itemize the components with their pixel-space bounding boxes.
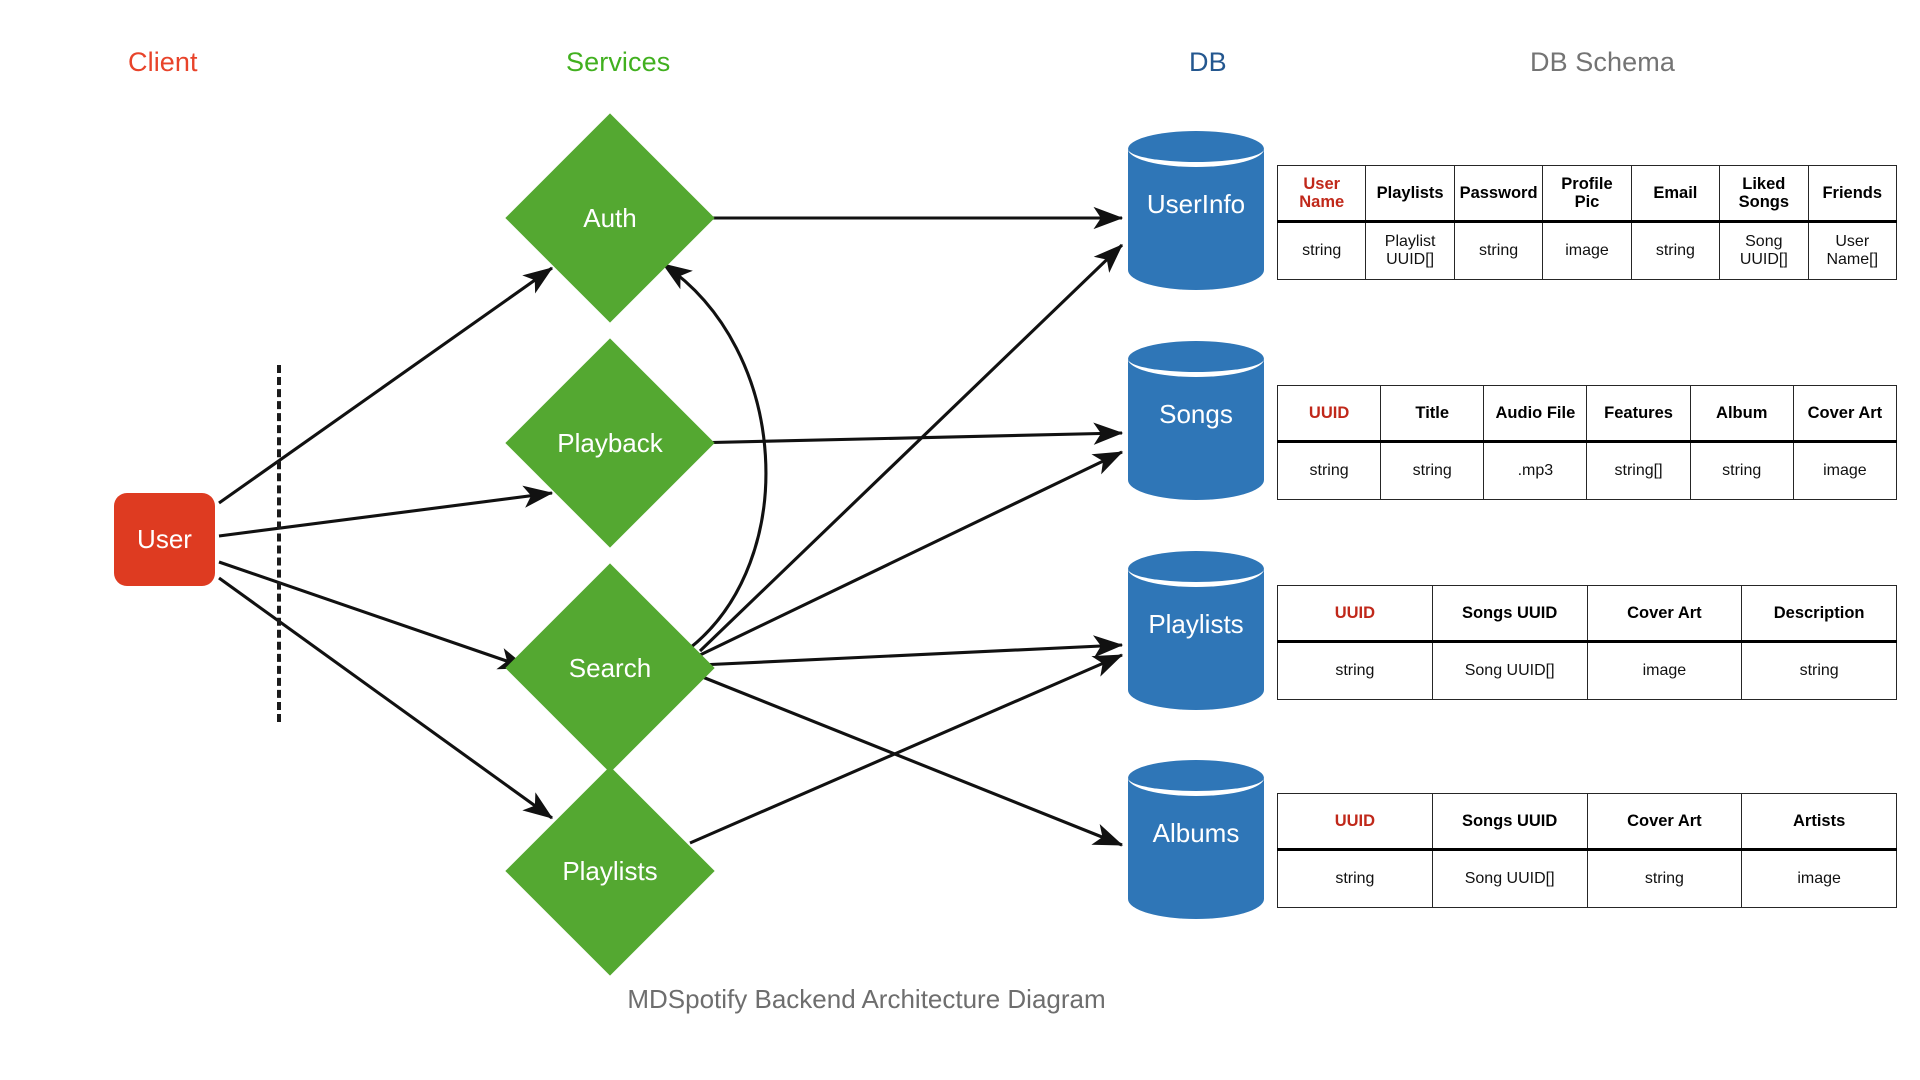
column-header-services: Services — [566, 47, 671, 77]
schema-column-header: Album — [1689, 385, 1794, 443]
schema-type-cell: string — [1453, 221, 1544, 280]
cylinder-body-icon — [1128, 570, 1264, 710]
column-header-client: Client — [128, 47, 198, 77]
schema-column-header: Liked Songs — [1719, 165, 1809, 223]
schema-type-cell: .mp3 — [1483, 441, 1588, 500]
schema-type-cell: string — [1277, 641, 1433, 700]
schema-column-header: Playlists — [1365, 165, 1455, 223]
node-service-playback[interactable]: Playback — [505, 338, 715, 548]
edge-playback-songs — [689, 422, 1124, 445]
schema-column-header: UUID — [1277, 793, 1433, 851]
cylinder-top-icon — [1128, 341, 1264, 377]
cylinder-body-icon — [1128, 150, 1264, 290]
edge-search-songs — [699, 450, 1124, 657]
schema-column-header: Cover Art — [1586, 585, 1743, 643]
schema-type-cell: User Name[] — [1807, 221, 1898, 280]
schema-column-header: Artists — [1741, 793, 1897, 851]
cylinder-top-icon — [1128, 551, 1264, 587]
schema-column-header: UUID — [1276, 385, 1382, 443]
schema-type-cell: string — [1630, 221, 1721, 280]
schema-type-cell: string — [1276, 441, 1382, 500]
schema-type-cell: string — [1276, 221, 1367, 280]
cylinder-body-icon — [1128, 779, 1264, 919]
schema-type-cell: string — [1741, 641, 1897, 700]
edge-playlistsvc-playlistsdb — [689, 653, 1124, 845]
node-user[interactable]: User — [114, 493, 215, 586]
edge-search-userinfo — [698, 243, 1124, 653]
schema-column-header: Email — [1630, 165, 1721, 223]
node-user-label: User — [137, 524, 192, 554]
client-boundary-divider — [277, 365, 281, 722]
schema-column-header: Description — [1741, 585, 1897, 643]
schema-type-cell: Song UUID[] — [1431, 641, 1588, 700]
cylinder-top-icon — [1128, 131, 1264, 167]
node-service-playlists-label: Playlists — [562, 855, 658, 886]
node-service-auth[interactable]: Auth — [505, 113, 715, 323]
schema-type-cell: image — [1792, 441, 1898, 500]
node-database-playlists-label: Playlists — [1148, 609, 1244, 639]
schema-column-header: Profile Pic — [1542, 165, 1632, 223]
node-service-playlists[interactable]: Playlists — [505, 766, 715, 976]
edge-user-playlists — [218, 576, 554, 820]
edge-search-playlists — [699, 635, 1124, 667]
schema-type-cell: image — [1741, 849, 1897, 908]
schema-column-header: Title — [1380, 385, 1485, 443]
schema-column-header: Password — [1453, 165, 1544, 223]
node-service-search-label: Search — [568, 652, 652, 683]
cylinder-top-icon — [1128, 760, 1264, 796]
node-service-auth-label: Auth — [583, 202, 637, 233]
schema-type-cell: string — [1380, 441, 1485, 500]
schema-type-cell: Playlist UUID[] — [1365, 221, 1455, 280]
node-database-userinfo[interactable]: UserInfo — [1128, 131, 1264, 299]
column-header-db: DB — [1189, 47, 1227, 77]
schema-column-header: Friends — [1807, 165, 1898, 223]
column-header-db-schema: DB Schema — [1530, 47, 1675, 77]
node-database-playlists[interactable]: Playlists — [1128, 551, 1264, 719]
cylinder-body-icon — [1128, 360, 1264, 500]
node-database-songs[interactable]: Songs — [1128, 341, 1264, 509]
schema-type-cell: string — [1689, 441, 1794, 500]
schema-type-cell: image — [1586, 641, 1743, 700]
diagram-caption: MDSpotify Backend Architecture Diagram — [0, 984, 1920, 1015]
edge-search-albums — [699, 674, 1124, 847]
node-database-songs-label: Songs — [1159, 399, 1233, 429]
node-database-userinfo-label: UserInfo — [1146, 189, 1246, 219]
edge-user-search — [218, 560, 529, 670]
schema-type-cell: string — [1277, 849, 1433, 908]
schema-type-cell: string — [1586, 849, 1743, 908]
node-database-albums-label: Albums — [1152, 818, 1240, 848]
schema-column-header: User Name — [1276, 165, 1367, 223]
schema-column-header: Songs UUID — [1431, 585, 1588, 643]
schema-column-header: Cover Art — [1792, 385, 1898, 443]
schema-type-cell: Song UUID[] — [1431, 849, 1588, 908]
schema-type-cell: image — [1542, 221, 1632, 280]
diagram-caption-text: MDSpotify Backend Architecture Diagram — [627, 984, 1106, 1014]
schema-column-header: Cover Art — [1586, 793, 1743, 851]
node-database-albums[interactable]: Albums — [1128, 760, 1264, 928]
schema-column-header: UUID — [1277, 585, 1433, 643]
schema-column-header: Songs UUID — [1431, 793, 1588, 851]
schema-type-cell: string[] — [1586, 441, 1691, 500]
schema-type-cell: Song UUID[] — [1719, 221, 1809, 280]
edge-user-playback — [218, 485, 554, 538]
node-service-search[interactable]: Search — [505, 563, 715, 773]
schema-column-header: Audio File — [1483, 385, 1588, 443]
node-service-playback-label: Playback — [557, 427, 663, 458]
schema-column-header: Features — [1586, 385, 1691, 443]
edge-user-auth — [218, 266, 554, 505]
